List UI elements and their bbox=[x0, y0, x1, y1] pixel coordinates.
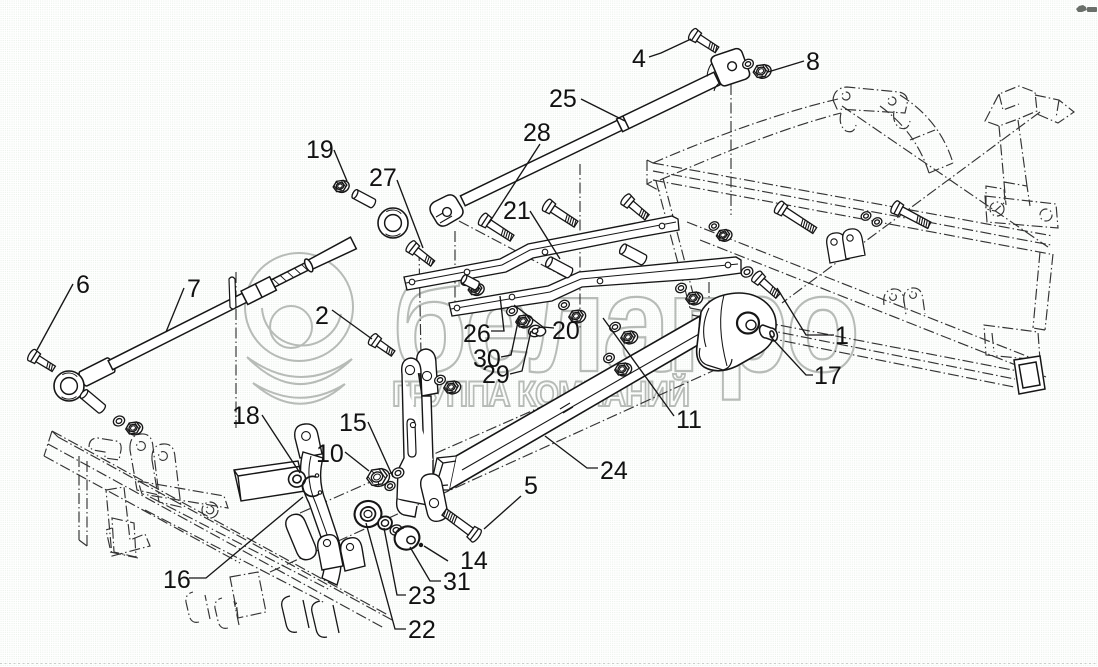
svg-text:21: 21 bbox=[503, 197, 531, 225]
svg-text:27: 27 bbox=[369, 164, 397, 192]
svg-text:29: 29 bbox=[482, 361, 510, 389]
svg-text:16: 16 bbox=[163, 566, 191, 594]
svg-text:24: 24 bbox=[600, 457, 628, 485]
svg-text:6: 6 bbox=[76, 271, 90, 299]
svg-text:28: 28 bbox=[523, 119, 551, 147]
svg-text:7: 7 bbox=[187, 275, 201, 303]
svg-text:17: 17 bbox=[814, 362, 842, 390]
svg-text:5: 5 bbox=[524, 472, 538, 500]
svg-text:23: 23 bbox=[408, 582, 436, 610]
svg-text:25: 25 bbox=[549, 85, 577, 113]
svg-text:22: 22 bbox=[408, 616, 436, 644]
svg-text:31: 31 bbox=[443, 568, 471, 596]
svg-text:30: 30 bbox=[473, 345, 501, 373]
svg-text:11: 11 bbox=[676, 406, 702, 434]
svg-text:26: 26 bbox=[463, 320, 491, 348]
svg-text:10: 10 bbox=[316, 440, 344, 468]
svg-text:4: 4 bbox=[632, 45, 646, 73]
svg-text:19: 19 bbox=[306, 136, 334, 164]
svg-text:20: 20 bbox=[552, 317, 580, 345]
svg-text:15: 15 bbox=[339, 409, 367, 437]
svg-text:8: 8 bbox=[806, 48, 820, 76]
svg-text:2: 2 bbox=[315, 302, 329, 330]
svg-text:1: 1 bbox=[835, 322, 849, 350]
svg-text:18: 18 bbox=[232, 402, 260, 430]
svg-text:14: 14 bbox=[460, 547, 488, 575]
